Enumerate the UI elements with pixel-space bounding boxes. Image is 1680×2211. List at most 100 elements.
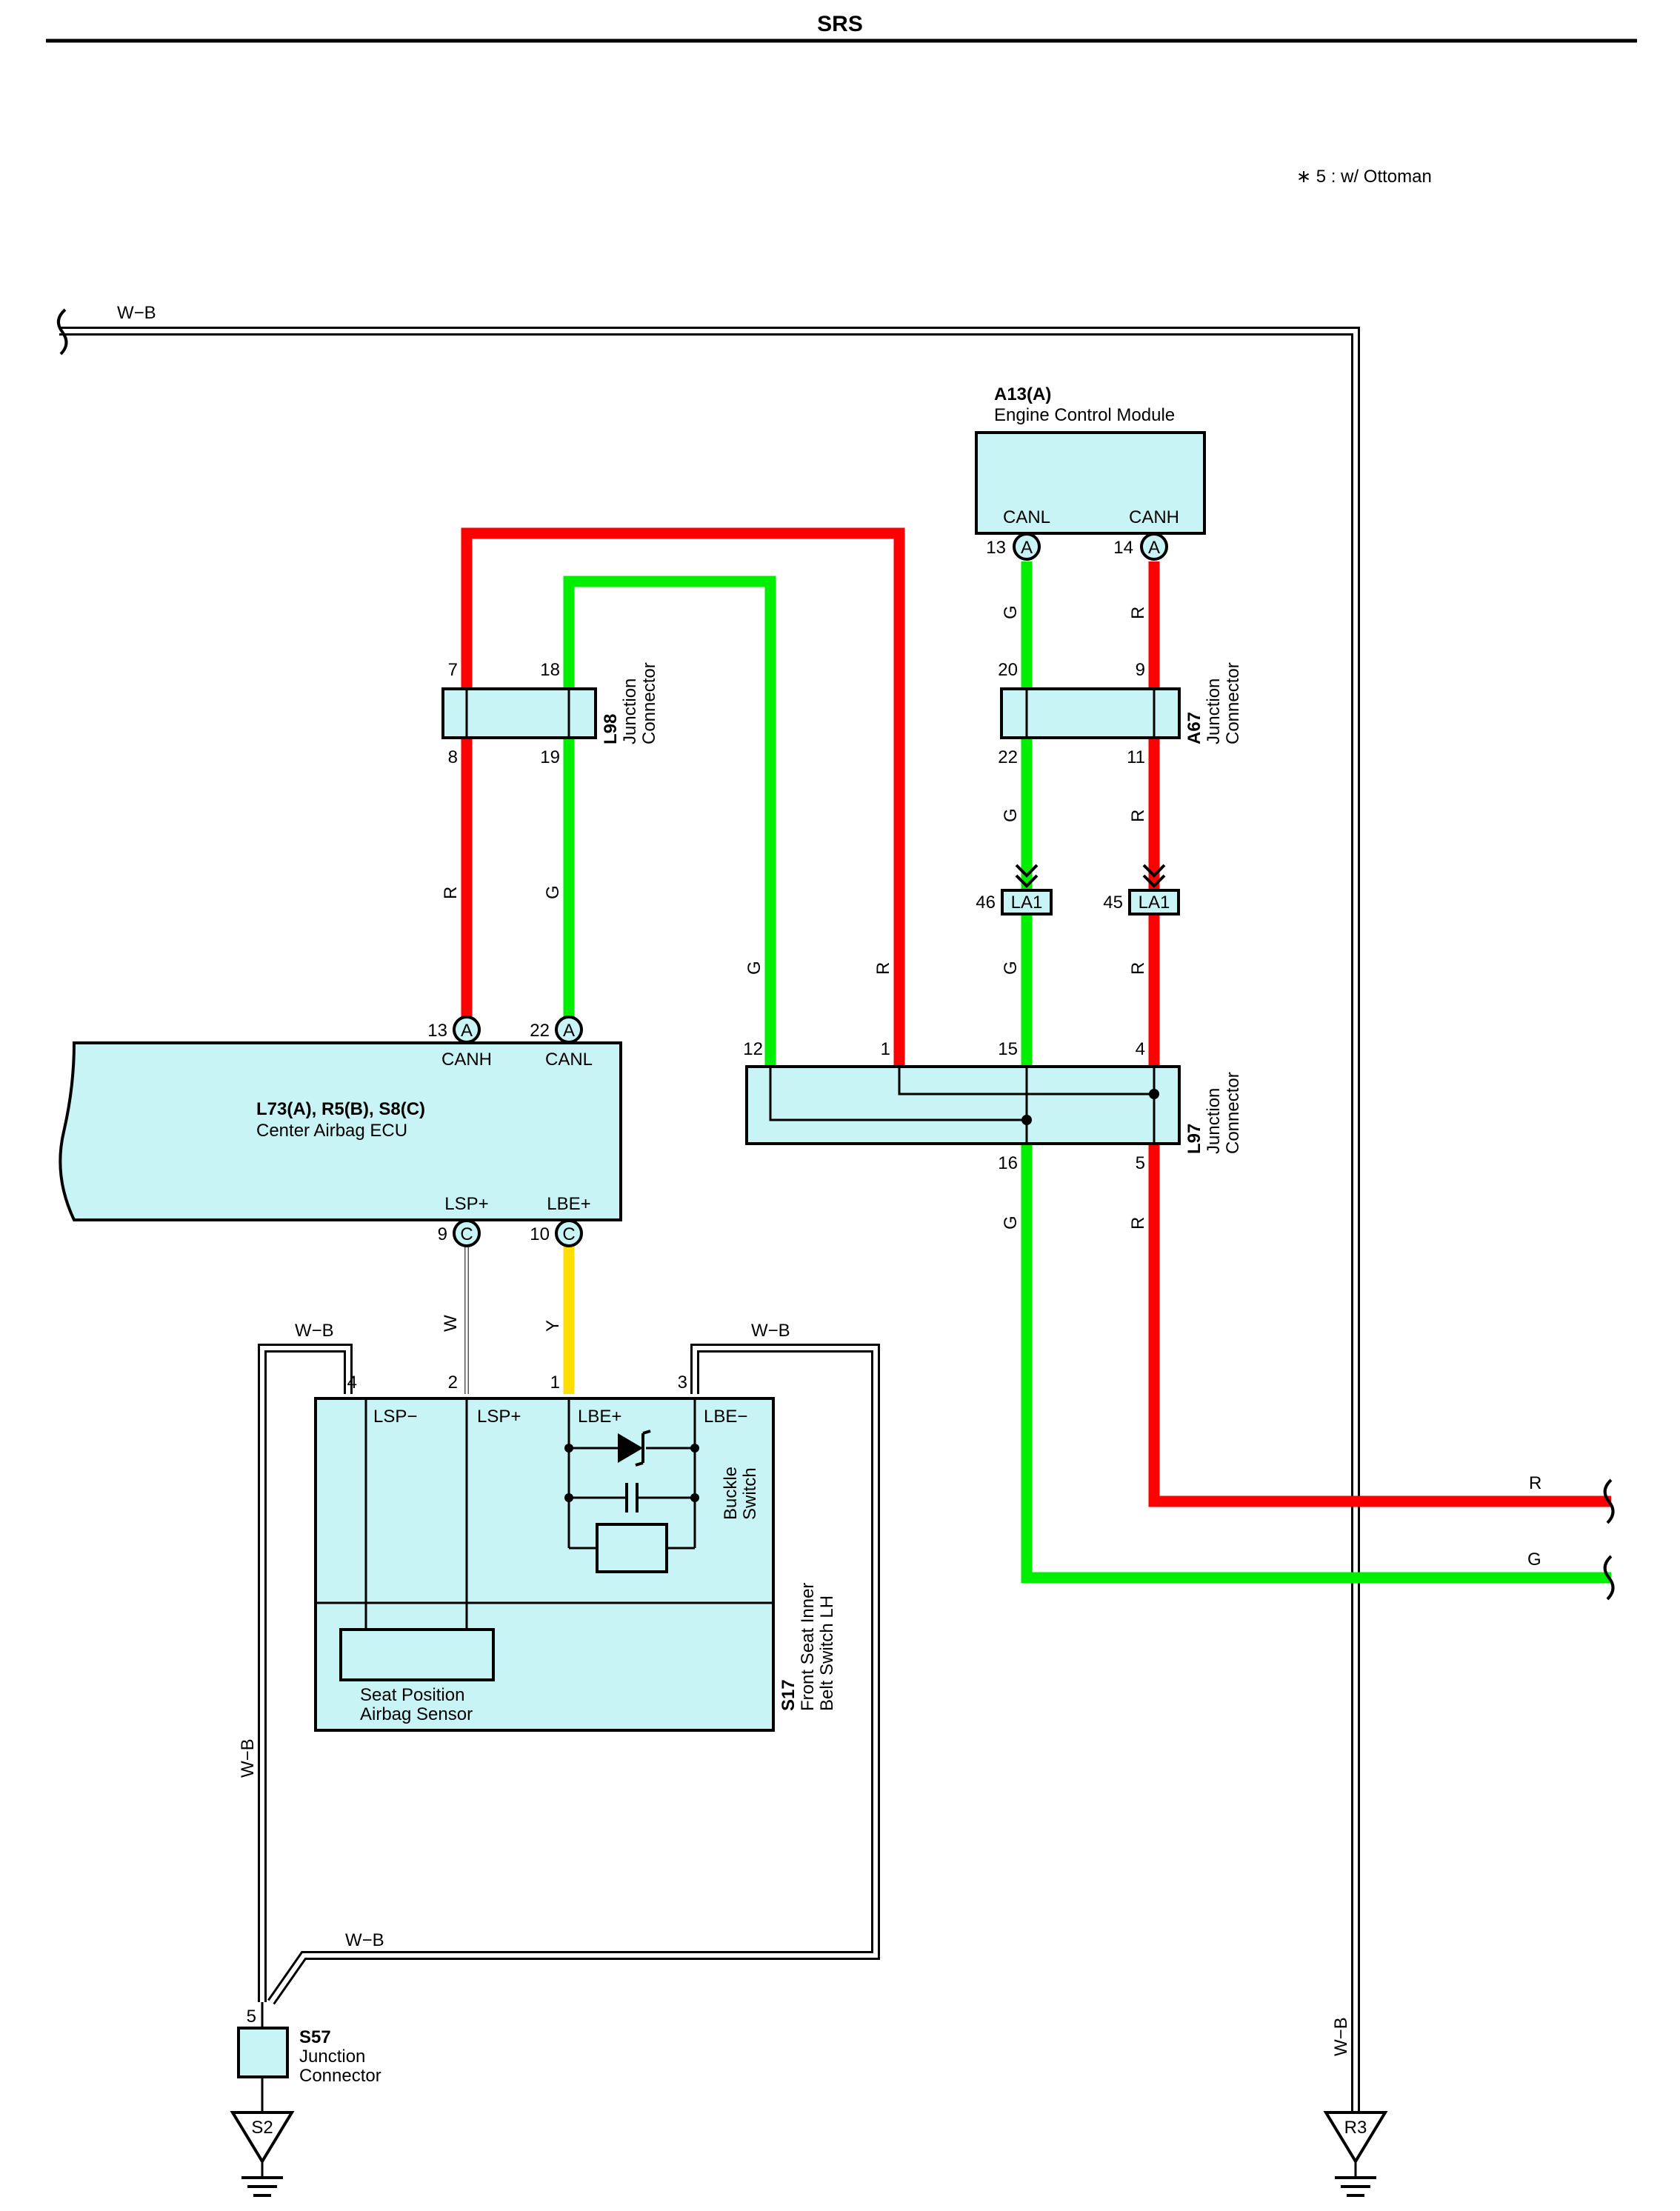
svg-text:LSP−: LSP− (373, 1407, 417, 1427)
svg-text:19: 19 (540, 747, 560, 767)
svg-text:Junction: Junction (299, 2047, 365, 2067)
svg-text:LBE−: LBE− (704, 1407, 747, 1427)
svg-text:A: A (563, 1021, 575, 1041)
svg-text:Junction: Junction (1204, 678, 1224, 744)
l98-junction-connector: 7 18 8 19 L98 Junction Connector (441, 660, 659, 767)
l97-code: L97 (1184, 1124, 1204, 1154)
svg-text:W−B: W−B (345, 1930, 384, 1950)
ecm-canl: CANL (1003, 507, 1050, 527)
wire-break-g (1603, 1555, 1615, 1601)
svg-text:R: R (1128, 810, 1148, 822)
wire-color-labels: G R G R G R G R R G G R W Y R G W−B W−B … (238, 605, 1541, 2056)
red-wire-l97-out (1148, 1144, 1611, 1507)
svg-text:LA1: LA1 (1011, 893, 1043, 913)
svg-text:Connector: Connector (1223, 1072, 1243, 1154)
svg-text:7: 7 (448, 660, 458, 680)
svg-text:Junction: Junction (1204, 1088, 1224, 1154)
page-title: SRS (817, 12, 863, 36)
s17-belt-switch: 4 2 1 3 LSP− LSP+ LBE+ LBE− Buckle Switc (314, 1373, 837, 1732)
svg-text:12: 12 (743, 1039, 763, 1059)
svg-text:G: G (1001, 808, 1021, 822)
red-wire-l98-l97 (461, 527, 905, 1065)
svg-text:10: 10 (530, 1224, 550, 1244)
svg-text:R: R (873, 962, 893, 975)
svg-text:R: R (1128, 1217, 1148, 1230)
svg-text:Y: Y (543, 1320, 563, 1332)
svg-text:G: G (1001, 1215, 1021, 1230)
l98-code: L98 (601, 714, 621, 744)
svg-text:4: 4 (1136, 1039, 1145, 1059)
svg-text:22: 22 (998, 747, 1018, 767)
svg-text:C: C (562, 1224, 575, 1244)
svg-text:W: W (441, 1315, 461, 1332)
svg-text:Buckle: Buckle (721, 1467, 741, 1520)
svg-text:G: G (543, 885, 563, 899)
svg-text:A: A (1148, 538, 1160, 558)
l97-junction-connector: 12 1 15 4 16 5 L97 Junction Connector (743, 1039, 1243, 1173)
svg-text:LA1: LA1 (1139, 893, 1170, 913)
svg-text:W−B: W−B (295, 1321, 334, 1341)
svg-text:45: 45 (1103, 893, 1123, 913)
svg-text:Connector: Connector (639, 662, 659, 744)
wire-break-left (56, 308, 68, 356)
green-wire-l97-out (1021, 1144, 1611, 1584)
a67-junction-connector: 20 9 22 11 A67 Junction Connector (998, 660, 1243, 767)
svg-text:G: G (1001, 605, 1021, 619)
svg-text:5: 5 (247, 2007, 256, 2027)
svg-text:Seat Position: Seat Position (360, 1685, 464, 1705)
s17-code: S17 (779, 1679, 799, 1711)
svg-text:A: A (461, 1021, 473, 1041)
ecu-code: L73(A), R5(B), S8(C) (256, 1099, 425, 1119)
svg-text:C: C (460, 1224, 473, 1244)
svg-text:16: 16 (998, 1153, 1018, 1173)
ottoman-note: ∗ 5 : w/ Ottoman (1296, 167, 1432, 187)
svg-text:20: 20 (998, 660, 1018, 680)
svg-text:15: 15 (998, 1039, 1018, 1059)
svg-text:1: 1 (550, 1373, 560, 1393)
svg-text:S2: S2 (251, 2118, 273, 2138)
svg-text:Switch: Switch (740, 1467, 760, 1520)
svg-text:8: 8 (448, 747, 458, 767)
ecu-name: Center Airbag ECU (256, 1121, 407, 1141)
svg-text:22: 22 (530, 1021, 550, 1041)
svg-text:G: G (1527, 1550, 1541, 1570)
svg-text:LBE+: LBE+ (578, 1407, 621, 1427)
ecm-code: A13(A) (994, 384, 1051, 404)
center-airbag-ecu: A A 13 22 CANH CANL L73(A), R5(B), S8(C)… (59, 1016, 622, 1247)
svg-text:CANL: CANL (545, 1050, 593, 1070)
svg-text:14: 14 (1113, 538, 1133, 558)
engine-control-module: A13(A) Engine Control Module CANL CANH A… (975, 384, 1206, 561)
svg-text:1: 1 (881, 1039, 890, 1059)
svg-text:11: 11 (1127, 747, 1145, 767)
green-wire-l98-l97 (563, 576, 776, 1065)
wire-break-r (1603, 1478, 1615, 1524)
s57-junction-connector: 5 S57 Junction Connector (237, 2002, 381, 2112)
svg-text:9: 9 (438, 1224, 447, 1244)
la1-connectors: LA1 LA1 46 45 (976, 864, 1180, 916)
svg-text:2: 2 (448, 1373, 458, 1393)
svg-text:5: 5 (1136, 1153, 1145, 1173)
wb-wires (59, 327, 1360, 2115)
svg-text:Belt Switch LH: Belt Switch LH (817, 1595, 837, 1711)
svg-text:46: 46 (976, 893, 996, 913)
ecm-name: Engine Control Module (994, 405, 1175, 425)
svg-text:Front Seat Inner: Front Seat Inner (798, 1583, 818, 1711)
svg-text:9: 9 (1136, 660, 1145, 680)
svg-text:G: G (1001, 961, 1021, 975)
svg-text:CANH: CANH (441, 1050, 492, 1070)
svg-text:R: R (1128, 962, 1148, 975)
svg-text:13: 13 (986, 538, 1006, 558)
svg-text:R: R (1529, 1473, 1541, 1493)
svg-text:Airbag Sensor: Airbag Sensor (360, 1704, 473, 1724)
ecm-canh: CANH (1129, 507, 1179, 527)
svg-text:18: 18 (540, 660, 560, 680)
svg-text:Junction: Junction (620, 678, 640, 744)
svg-text:W−B: W−B (238, 1738, 258, 1778)
svg-text:R3: R3 (1344, 2118, 1367, 2138)
svg-text:G: G (744, 961, 764, 975)
svg-text:R: R (441, 887, 461, 899)
svg-text:4: 4 (347, 1373, 357, 1393)
wb-label-top: W−B (117, 303, 156, 323)
a67-code: A67 (1184, 712, 1204, 744)
